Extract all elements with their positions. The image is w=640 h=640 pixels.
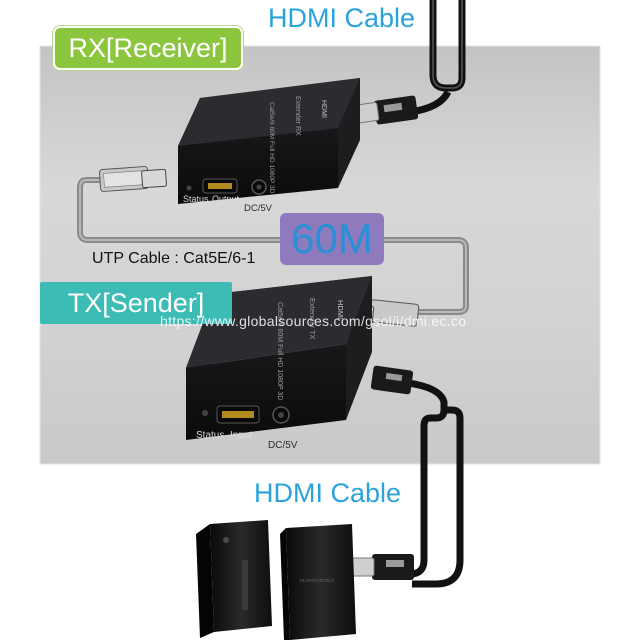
rx-brand-text: HDMI	[320, 100, 327, 118]
console-ps3: PLAYSTATION 3	[280, 524, 356, 640]
rx-model-text: Extender RX	[294, 96, 301, 136]
distance-label: 60M	[291, 215, 373, 262]
utp-cable-label: UTP Cable : Cat5E/6-1	[92, 250, 256, 267]
gray-panel-edge	[39, 45, 601, 465]
tx-model-text: Extender TX	[308, 298, 317, 340]
console-xbox	[196, 520, 272, 638]
hdmi-cable-bottom-label: HDMI Cable	[254, 478, 402, 508]
tx-top-text: Cat5e/6 60M Full HD 1080P 3D	[276, 302, 283, 400]
tx-input-label: Input	[230, 430, 252, 441]
rx-status-label: Status	[183, 194, 209, 204]
hdmi-cable-bottom	[349, 365, 464, 588]
rx-badge: RX[Receiver]	[53, 26, 243, 70]
distance-badge: 60M	[280, 213, 384, 265]
rx-output-label: Output	[212, 194, 240, 204]
rx-badge-label: RX[Receiver]	[68, 32, 228, 63]
receiver-box: HDMI Extender RX Cat5e/6 60M Full HD 108…	[178, 78, 360, 214]
console-ps3-logo: PLAYSTATION 3	[300, 578, 334, 583]
sender-box: HDMI Extender TX Cat5e/6 60M Full HD 108…	[186, 276, 372, 451]
tx-badge-label: TX[Sender]	[67, 287, 205, 318]
tx-status-label: Status	[196, 430, 224, 441]
tx-brand-text: HDMI	[336, 300, 345, 319]
rx-top-text: Cat5e/6 60M Full HD 1080P 3D	[268, 102, 275, 194]
tx-power-label: DC/5V	[268, 440, 298, 451]
hdmi-cable-top-label: HDMI Cable	[268, 3, 416, 33]
rx-power-label: DC/5V	[244, 203, 273, 214]
watermark: https://www.globalsources.com/gsol/i/dmi…	[160, 313, 467, 329]
tx-badge: TX[Sender]	[40, 282, 232, 324]
